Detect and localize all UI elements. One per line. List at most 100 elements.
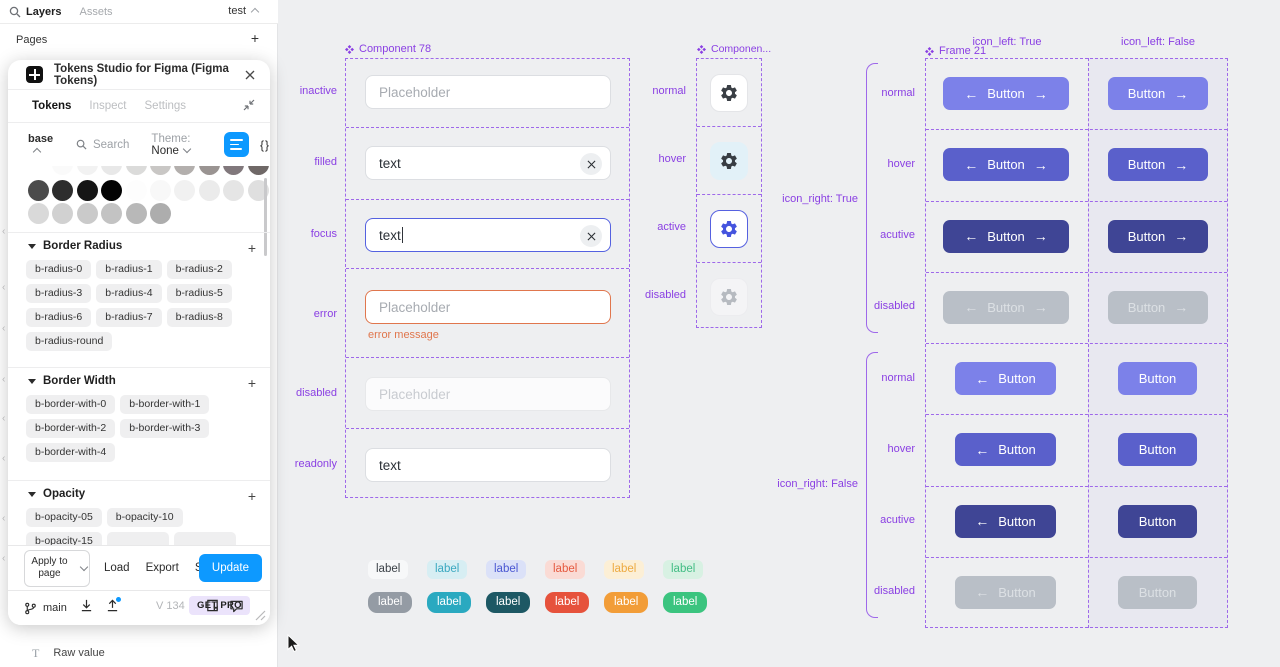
color-token-swatch[interactable] [125, 203, 147, 224]
token-chip[interactable]: b-border-with-3 [120, 419, 210, 438]
token-set-dropdown[interactable]: base [28, 133, 54, 157]
button-disabled-none[interactable]: Button [1118, 575, 1197, 609]
token-chip[interactable]: b-opacity-10 [106, 508, 183, 527]
theme-dropdown[interactable]: Theme: None [151, 132, 192, 157]
color-token-swatch[interactable] [28, 203, 49, 224]
button-normal-left[interactable]: ←Button [955, 362, 1056, 395]
button-hover-left[interactable]: ←Button [955, 433, 1056, 467]
feedback-icon[interactable] [229, 599, 244, 613]
icon-button-hover[interactable] [710, 142, 748, 180]
token-chip[interactable]: b-radius-round [26, 332, 113, 351]
color-token-swatch[interactable] [76, 203, 98, 224]
text-input-filled[interactable]: text [365, 146, 611, 180]
add-token-button[interactable]: + [247, 488, 256, 504]
token-chip[interactable]: b-radius-3 [26, 284, 92, 303]
search-field[interactable]: Search [76, 139, 129, 151]
clear-input-button[interactable] [580, 153, 602, 175]
token-chip[interactable]: b-border-with-1 [120, 395, 210, 414]
load-button[interactable]: Load [104, 562, 130, 574]
color-token-swatch[interactable] [76, 180, 98, 201]
token-chip[interactable]: b-radius-1 [96, 260, 162, 279]
close-icon[interactable] [242, 67, 258, 83]
label-chip-solid[interactable]: label [368, 592, 413, 613]
add-token-button[interactable]: + [247, 240, 256, 256]
label-chip-solid[interactable]: label [604, 592, 649, 613]
color-token-swatch[interactable] [198, 166, 220, 175]
color-token-swatch[interactable] [101, 180, 123, 201]
color-token-swatch[interactable] [101, 203, 123, 224]
text-input-error[interactable]: Placeholder [365, 290, 611, 324]
button-disabled-both[interactable]: ←Button→ [943, 290, 1069, 324]
button-acutive-right[interactable]: Button→ [1108, 219, 1208, 253]
button-acutive-left[interactable]: ←Button [955, 504, 1056, 538]
token-chip[interactable]: b-radius-0 [26, 260, 92, 279]
color-token-swatch[interactable] [150, 180, 171, 201]
plugin-tab-inspect[interactable]: Inspect [89, 100, 127, 112]
clear-input-button[interactable] [580, 225, 602, 247]
color-token-swatch[interactable] [223, 180, 245, 201]
token-chip[interactable]: b-opacity-05 [26, 508, 102, 527]
export-button[interactable]: Export [145, 562, 179, 574]
label-chip-solid[interactable]: label [663, 592, 708, 613]
label-chip-light[interactable]: label [486, 560, 527, 579]
button-frame-title[interactable]: Frame 21 [925, 45, 986, 57]
token-chip[interactable]: b-radius-2 [166, 260, 232, 279]
button-hover-right[interactable]: Button→ [1108, 148, 1208, 182]
color-token-swatch[interactable] [52, 180, 74, 201]
label-chip-light[interactable]: label [663, 560, 704, 579]
search-icon[interactable] [9, 6, 21, 18]
input-component-title[interactable]: Component 78 [345, 43, 431, 55]
text-input-inactive[interactable]: Placeholder [365, 75, 611, 109]
plugin-tab-settings[interactable]: Settings [144, 100, 187, 112]
button-acutive-both[interactable]: ←Button→ [943, 219, 1069, 253]
scrollbar-thumb[interactable] [264, 178, 267, 256]
button-acutive-none[interactable]: Button [1118, 504, 1197, 538]
section-header[interactable]: Border Radius [28, 240, 122, 252]
button-normal-none[interactable]: Button [1118, 362, 1197, 395]
json-view-button[interactable]: {} [259, 137, 270, 152]
token-chip[interactable]: b-border-with-2 [26, 419, 116, 438]
button-hover-both[interactable]: ←Button→ [943, 148, 1069, 182]
color-token-swatch[interactable] [150, 166, 171, 175]
token-chip[interactable]: b-border-with-4 [26, 443, 116, 462]
button-normal-right[interactable]: Button→ [1108, 77, 1208, 110]
label-chip-light[interactable]: label [545, 560, 586, 579]
branch-selector[interactable]: main [24, 602, 67, 615]
collapse-icon[interactable] [242, 98, 256, 112]
token-chip[interactable]: b-radius-5 [166, 284, 232, 303]
file-name[interactable]: test [228, 5, 260, 17]
color-token-swatch[interactable] [247, 166, 269, 175]
section-header[interactable]: Opacity [28, 488, 85, 500]
update-button[interactable]: Update [198, 554, 262, 582]
label-chip-solid[interactable]: label [545, 592, 590, 613]
token-chip[interactable]: b-radius-6 [26, 308, 92, 327]
add-page-button[interactable]: + [250, 30, 259, 46]
color-token-swatch[interactable] [174, 166, 196, 175]
icon-component-title[interactable]: Componen... [697, 43, 771, 55]
token-chip[interactable]: b-radius-7 [96, 308, 162, 327]
button-normal-both[interactable]: ←Button→ [943, 77, 1069, 110]
apply-to-page-button[interactable]: Apply to page [24, 549, 90, 587]
color-token-swatch[interactable] [101, 166, 123, 175]
label-chip-light[interactable]: label [604, 560, 645, 579]
tab-assets[interactable]: Assets [79, 5, 113, 18]
plugin-tab-tokens[interactable]: Tokens [32, 100, 72, 112]
pages-row[interactable]: Pages [0, 28, 278, 52]
icon-button-disabled[interactable] [710, 278, 748, 316]
color-token-swatch[interactable] [174, 180, 196, 201]
token-chip[interactable]: b-radius-8 [166, 308, 232, 327]
icon-button-active[interactable] [710, 210, 748, 248]
color-token-swatch[interactable] [28, 166, 49, 175]
color-token-swatch[interactable] [52, 203, 74, 224]
text-input-disabled[interactable]: Placeholder [365, 377, 611, 411]
docs-icon[interactable] [205, 598, 220, 613]
color-token-swatch[interactable] [76, 166, 98, 175]
token-chip[interactable]: b-border-with-0 [26, 395, 116, 414]
token-chip[interactable]: b-radius-4 [96, 284, 162, 303]
color-token-swatch[interactable] [125, 166, 147, 175]
label-chip-light[interactable]: label [368, 560, 409, 579]
push-tokens-icon[interactable] [106, 596, 122, 617]
color-token-swatch[interactable] [223, 166, 245, 175]
color-token-swatch[interactable] [247, 180, 269, 201]
